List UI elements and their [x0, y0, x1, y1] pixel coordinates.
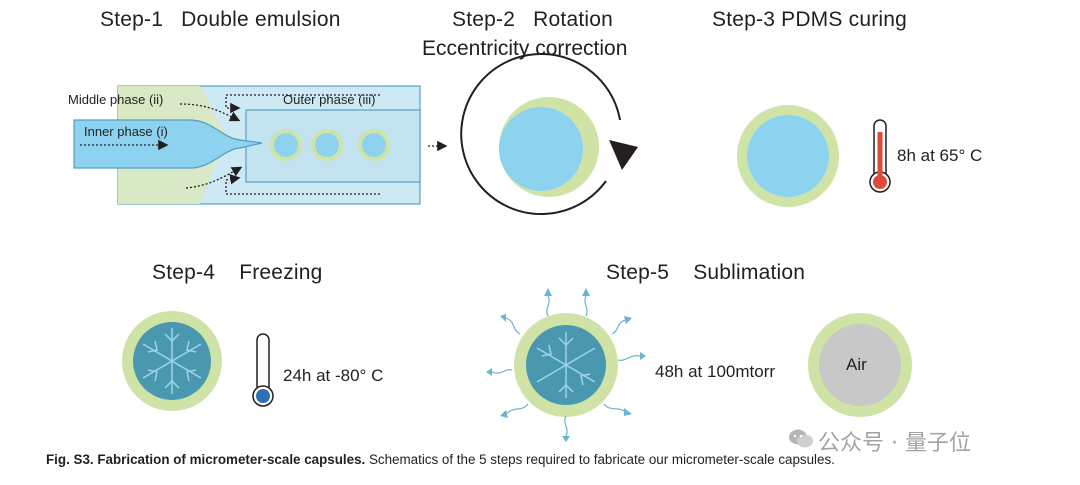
wechat-icon	[789, 429, 813, 448]
step4-title: Step-4 Freezing	[152, 261, 323, 284]
outer-phase-label: Outer phase (iii)	[283, 92, 376, 107]
step1-title: Step-1 Double emulsion	[100, 8, 341, 31]
step2-capsule-core	[499, 107, 583, 191]
step4-condition: 24h at -80° C	[283, 366, 384, 385]
snowflake-icon	[142, 328, 202, 394]
thermometer-cold-icon	[252, 333, 274, 407]
outer-flow-arrow-top	[225, 94, 380, 114]
figure-caption: Fig. S3. Fabrication of micrometer-scale…	[46, 452, 835, 467]
thermometer-icon	[869, 119, 891, 193]
caption-text: Schematics of the 5 steps required to fa…	[365, 452, 835, 467]
step5-sublimating-capsule	[486, 288, 646, 442]
vapor-arrowheads	[486, 288, 646, 442]
rotation-schematic	[460, 53, 638, 216]
caption-bold: Fig. S3. Fabrication of micrometer-scale…	[46, 452, 366, 467]
step5-title: Step-5 Sublimation	[606, 261, 806, 284]
air-label: Air	[846, 355, 867, 374]
snowflake-icon-2	[536, 332, 596, 398]
middle-phase-label: Middle phase (ii)	[68, 92, 164, 107]
middle-flow-arrow-top	[179, 103, 241, 122]
step3-title: Step-3 PDMS curing	[712, 8, 908, 31]
step4-frozen-capsule	[122, 311, 222, 411]
step2-title: Step-2 Rotation	[452, 8, 613, 31]
vapor-lines	[491, 295, 641, 437]
step5-air-capsule	[808, 313, 912, 417]
microfluidic-device	[73, 85, 448, 205]
step2-subtitle: Eccentricity correction	[422, 37, 628, 60]
outer-flow-arrow-bottom	[225, 174, 380, 195]
step3-capsule	[737, 105, 839, 207]
middle-flow-arrow-bottom	[185, 166, 243, 189]
step5-condition: 48h at 100mtorr	[655, 362, 776, 381]
step3-condition: 8h at 65° C	[897, 146, 983, 165]
inner-phase-label: Inner phase (i)	[84, 124, 168, 139]
watermark-text: 公众号 · 量子位	[818, 431, 971, 456]
rotation-arc	[460, 53, 621, 216]
rotation-arrowhead	[609, 140, 638, 170]
